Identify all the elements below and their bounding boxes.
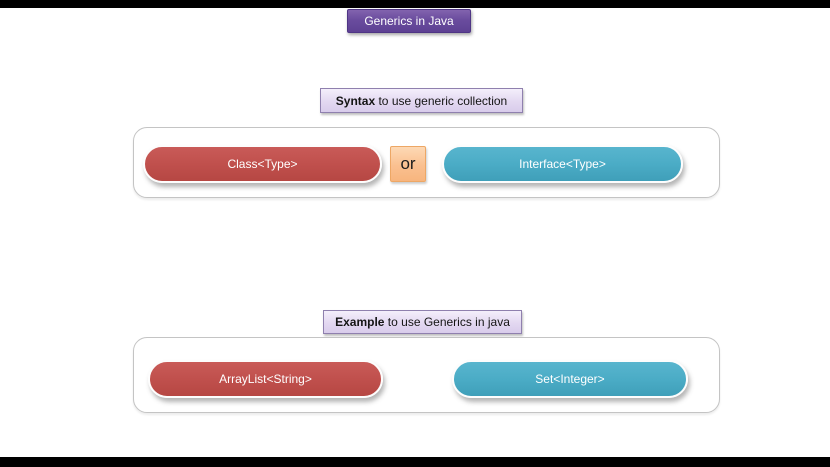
class-type-node: Class<Type> bbox=[143, 145, 382, 183]
page-title-label: Generics in Java bbox=[364, 14, 454, 28]
page-title: Generics in Java bbox=[347, 9, 471, 33]
example-section-label: Example to use Generics in java bbox=[323, 310, 522, 334]
set-integer-label: Set<Integer> bbox=[535, 372, 605, 386]
or-connector: or bbox=[390, 146, 426, 182]
interface-type-node: Interface<Type> bbox=[442, 145, 683, 183]
syntax-label-bold: Syntax bbox=[335, 93, 376, 108]
syntax-label-rest: to use generic collection bbox=[375, 93, 508, 108]
or-connector-label: or bbox=[400, 154, 416, 173]
arraylist-string-node: ArrayList<String> bbox=[148, 360, 383, 398]
bottom-letterbox-bar bbox=[0, 457, 830, 467]
set-integer-node: Set<Integer> bbox=[452, 360, 688, 398]
interface-type-label: Interface<Type> bbox=[519, 157, 606, 171]
example-label-bold: Example bbox=[335, 315, 385, 329]
top-letterbox-bar bbox=[0, 0, 830, 8]
class-type-label: Class<Type> bbox=[227, 157, 298, 171]
arraylist-string-label: ArrayList<String> bbox=[219, 372, 312, 386]
syntax-section-label: Syntax to use generic collection bbox=[320, 88, 523, 113]
example-label-rest: to use Generics in java bbox=[384, 315, 510, 329]
